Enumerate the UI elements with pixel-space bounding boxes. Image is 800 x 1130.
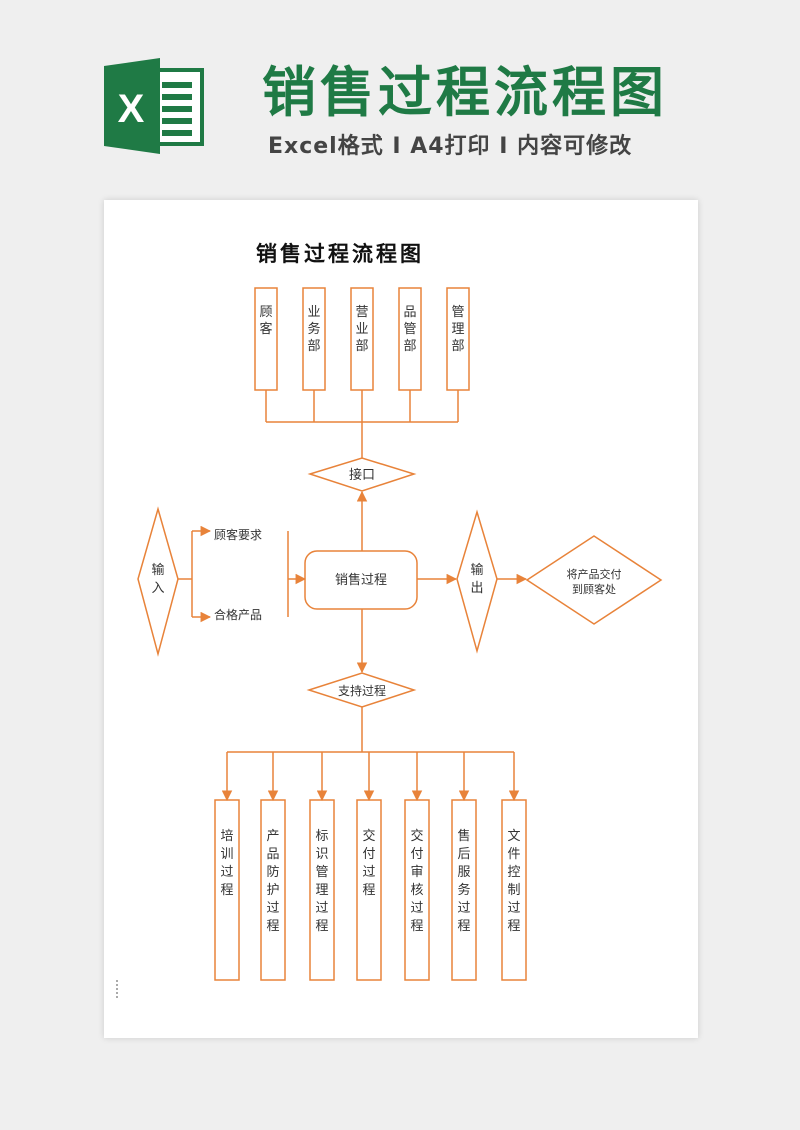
department-label-char: 务 bbox=[307, 321, 320, 337]
support-process-box bbox=[404, 799, 430, 981]
department-label: 顾客 bbox=[259, 305, 272, 337]
support-diamond bbox=[306, 672, 417, 708]
support-process-label-char: 程 bbox=[410, 919, 423, 934]
department-label-char: 营 bbox=[355, 305, 368, 320]
support-process-label-char: 交 bbox=[362, 828, 375, 844]
support-process-label-char: 过 bbox=[410, 901, 423, 916]
output-label-char: 输 bbox=[470, 562, 483, 578]
input-item-label: 顾客要求 bbox=[214, 527, 262, 542]
support-process-label-char: 审 bbox=[410, 865, 423, 880]
document-title: 销售过程流程图 bbox=[256, 242, 424, 266]
logo-letter: X bbox=[118, 87, 145, 131]
support-process-box bbox=[501, 799, 527, 981]
department-label-char: 部 bbox=[307, 339, 320, 354]
support-process-label-char: 护 bbox=[266, 883, 279, 898]
delivery-label-line2: 到顾客处 bbox=[572, 582, 616, 596]
support-process-label-char: 标 bbox=[315, 829, 328, 844]
support-process-label-char: 品 bbox=[266, 847, 279, 862]
department-label-char: 部 bbox=[403, 339, 416, 354]
banner-title: 销售过程流程图 bbox=[262, 61, 668, 124]
support-process-label-char: 制 bbox=[507, 883, 520, 898]
department-label-char: 品 bbox=[403, 305, 416, 320]
support-process-label-char: 文 bbox=[507, 829, 520, 844]
department-label-char: 业 bbox=[355, 322, 368, 337]
interface-diamond bbox=[307, 457, 417, 492]
department-label: 营业部 bbox=[355, 305, 368, 354]
input-label-char: 入 bbox=[151, 581, 164, 596]
support-process-label-char: 产 bbox=[266, 829, 279, 844]
support-process-label-char: 培 bbox=[220, 828, 233, 844]
input-label: 输入 bbox=[151, 562, 164, 596]
banner-subtitle: Excel格式 I A4打印 I 内容可修改 bbox=[268, 134, 633, 159]
support-process-label-char: 程 bbox=[507, 919, 520, 934]
support-process-label-char: 过 bbox=[266, 901, 279, 916]
input-item-label: 合格产品 bbox=[214, 607, 262, 622]
department-label-char: 理 bbox=[451, 322, 464, 337]
support-process-label-char: 防 bbox=[266, 864, 279, 880]
support-process-label-char: 交 bbox=[410, 828, 423, 844]
department-label-char: 管 bbox=[451, 305, 464, 320]
department-label-char: 顾 bbox=[259, 305, 272, 320]
support-process-label-char: 服 bbox=[457, 865, 470, 880]
department-label-char: 客 bbox=[259, 321, 272, 337]
support-process-label-char: 后 bbox=[457, 847, 470, 862]
department-box bbox=[254, 287, 278, 391]
department-label-char: 业 bbox=[307, 305, 320, 320]
support-process-label-char: 核 bbox=[410, 883, 423, 898]
support-process-box bbox=[451, 799, 477, 981]
delivery-diamond bbox=[525, 535, 663, 625]
department-label: 业务部 bbox=[307, 305, 320, 354]
department-label: 管理部 bbox=[451, 305, 464, 354]
support-process-label-char: 程 bbox=[457, 919, 470, 934]
support-process-box bbox=[356, 799, 382, 981]
support-process-label-char: 程 bbox=[362, 883, 375, 898]
support-process-label-char: 控 bbox=[507, 865, 520, 880]
department-label: 品管部 bbox=[403, 305, 416, 354]
support-process-box bbox=[214, 799, 240, 981]
support-process-label-char: 付 bbox=[410, 847, 423, 862]
support-process-label-char: 过 bbox=[507, 901, 520, 916]
output-label: 输出 bbox=[470, 562, 483, 596]
support-process-label-char: 过 bbox=[220, 865, 233, 880]
department-label-char: 部 bbox=[355, 339, 368, 354]
sales-process-label: 销售过程 bbox=[335, 572, 387, 588]
support-process-label-char: 过 bbox=[457, 901, 470, 916]
input-diamond bbox=[137, 506, 179, 657]
support-process-label-char: 识 bbox=[315, 847, 328, 862]
department-label-char: 管 bbox=[403, 322, 416, 337]
support-process-label-char: 过 bbox=[315, 901, 328, 916]
support-process-label-char: 付 bbox=[362, 847, 375, 862]
output-diamond bbox=[456, 509, 498, 654]
excel-logo-icon: X bbox=[100, 58, 208, 158]
support-process-label-char: 务 bbox=[457, 882, 470, 898]
output-label-char: 出 bbox=[470, 581, 483, 596]
support-process-label-char: 程 bbox=[266, 919, 279, 934]
interface-label: 接口 bbox=[349, 467, 375, 483]
support-process-label-char: 程 bbox=[315, 919, 328, 934]
support-label: 支持过程 bbox=[338, 683, 386, 698]
support-process-label-char: 程 bbox=[220, 883, 233, 898]
support-process-box bbox=[309, 799, 335, 981]
support-process-label-char: 售 bbox=[457, 828, 470, 844]
delivery-label-line1: 将产品交付 bbox=[567, 567, 622, 581]
support-process-box bbox=[260, 799, 286, 981]
support-process-label-char: 理 bbox=[315, 883, 328, 898]
support-process-label-char: 件 bbox=[507, 847, 520, 862]
input-label-char: 输 bbox=[151, 562, 164, 578]
support-process-label-char: 训 bbox=[220, 847, 233, 862]
department-label-char: 部 bbox=[451, 339, 464, 354]
support-process-label-char: 管 bbox=[315, 865, 328, 880]
support-process-label-char: 过 bbox=[362, 865, 375, 880]
